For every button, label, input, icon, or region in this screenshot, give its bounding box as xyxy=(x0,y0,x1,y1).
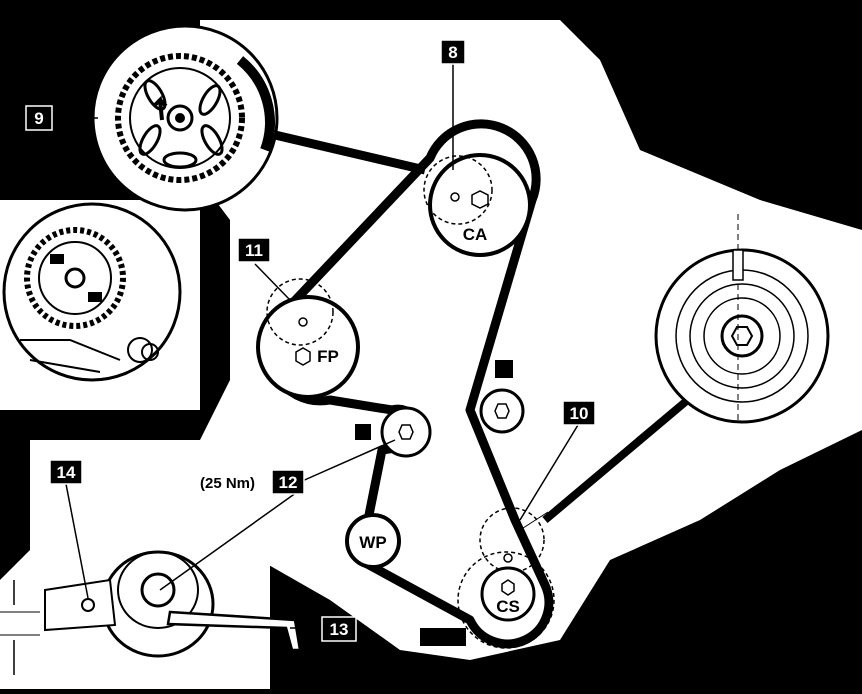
camshaft-label: CA xyxy=(463,225,488,244)
callout-9: 9 xyxy=(25,105,53,131)
svg-text:11: 11 xyxy=(245,241,263,260)
callout-14: 14 xyxy=(49,459,83,485)
callout-blank xyxy=(495,360,513,378)
svg-text:12: 12 xyxy=(279,473,298,492)
torque-annotation: (25 Nm) xyxy=(200,475,255,492)
leader-lines xyxy=(55,62,579,629)
callout-blank-2 xyxy=(355,424,371,440)
svg-text:13: 13 xyxy=(330,620,349,639)
tensioner-tool-detail xyxy=(0,550,302,675)
camshaft-pulley: CA xyxy=(423,153,532,257)
callout-blank-3 xyxy=(420,628,466,646)
callout-10: 10 xyxy=(562,400,596,426)
callout-12: 12 xyxy=(271,469,305,495)
callout-13: 13 xyxy=(321,616,357,642)
crankshaft-pulley: CS xyxy=(420,507,555,649)
callout-8: 8 xyxy=(440,39,466,65)
tensioner-pulley xyxy=(355,406,432,458)
callout-11: 11 xyxy=(237,237,271,263)
camshaft-detail xyxy=(91,24,279,212)
svg-text:10: 10 xyxy=(570,404,589,423)
svg-text:9: 9 xyxy=(34,109,43,128)
svg-text:8: 8 xyxy=(448,43,457,62)
idler-pulley xyxy=(479,360,525,434)
svg-text:14: 14 xyxy=(57,463,76,482)
fuel-pump-label: FP xyxy=(317,347,339,366)
fuel-pump-pulley: FP xyxy=(256,278,360,399)
water-pump-label: WP xyxy=(359,533,386,552)
water-pump-pulley: WP xyxy=(345,513,401,569)
fuel-pump-detail xyxy=(2,202,182,382)
crankshaft-label: CS xyxy=(496,597,520,616)
crankshaft-damper-detail xyxy=(654,214,830,424)
